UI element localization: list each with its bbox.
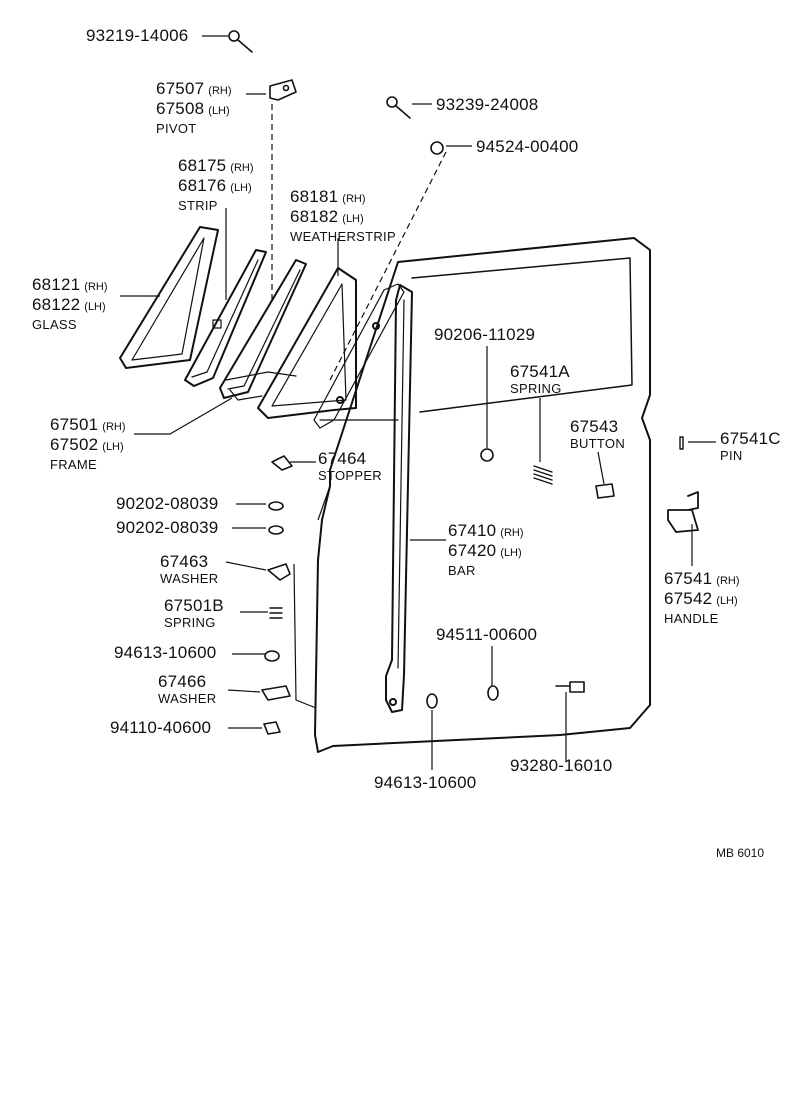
nut4-glyph bbox=[426, 693, 438, 709]
washer4-glyph bbox=[261, 685, 291, 701]
label-nut1: 94613-10600 bbox=[114, 643, 217, 662]
label-frame: 67501(RH) 67502(LH) FRAME bbox=[50, 415, 126, 472]
label-washer2: 90202-08039 bbox=[116, 518, 219, 537]
label-washer4: 67466 WASHER bbox=[158, 672, 217, 706]
label-grommet: 90206-11029 bbox=[434, 325, 536, 344]
frame-part bbox=[257, 267, 357, 419]
label-nut4: 94613-10600 bbox=[374, 773, 477, 792]
label-handle: 67541(RH) 67542(LH) HANDLE bbox=[664, 569, 740, 626]
label-pivot: 67507(RH) 67508(LH) PIVOT bbox=[156, 79, 232, 136]
leader-washer3 bbox=[225, 561, 267, 571]
strip-part bbox=[184, 249, 267, 387]
figure-code: MB 6010 bbox=[716, 846, 765, 860]
label-nut-top: 94524-00400 bbox=[476, 137, 579, 156]
spring-b-glyph bbox=[269, 607, 283, 619]
label-strip: 68175(RH) 68176(LH) STRIP bbox=[178, 156, 254, 213]
nut-top-glyph bbox=[430, 141, 444, 155]
screw-glyph bbox=[228, 30, 253, 53]
washer3-glyph bbox=[267, 563, 291, 581]
washer1-glyph bbox=[268, 501, 284, 511]
leader-button bbox=[597, 451, 605, 485]
label-pin: 67541C PIN bbox=[720, 429, 781, 463]
label-weatherstrip: 68181(RH) 68182(LH) WEATHERSTRIP bbox=[290, 187, 396, 244]
washer2-glyph bbox=[268, 525, 284, 535]
screw2-glyph bbox=[386, 96, 411, 119]
label-nut3: 94110-40600 bbox=[110, 718, 212, 737]
nut2-glyph bbox=[487, 685, 499, 701]
label-nut2: 94511-00600 bbox=[436, 625, 538, 644]
label-spring-b: 67501B SPRING bbox=[164, 596, 224, 630]
assembly-line-stopper bbox=[293, 563, 317, 709]
spring-a-glyph bbox=[533, 465, 553, 485]
glass-part bbox=[119, 226, 219, 369]
pivot-glyph bbox=[269, 79, 297, 101]
label-bar: 67410(RH) 67420(LH) BAR bbox=[448, 521, 524, 578]
button-glyph bbox=[595, 483, 615, 499]
assembly-line-stopper2 bbox=[317, 485, 331, 521]
bar-part bbox=[385, 284, 413, 713]
assembly-line-nut bbox=[329, 151, 447, 381]
label-washer1: 90202-08039 bbox=[116, 494, 219, 513]
stopper-glyph bbox=[271, 455, 293, 471]
bolt-glyph bbox=[555, 681, 585, 693]
label-glass: 68121(RH) 68122(LH) GLASS bbox=[32, 275, 108, 332]
label-bolt: 93280-16010 bbox=[510, 756, 613, 775]
nut3-glyph bbox=[263, 721, 281, 735]
label-spring-a: 67541A SPRING bbox=[510, 362, 570, 396]
label-washer3: 67463 WASHER bbox=[160, 552, 219, 586]
leader-washer4 bbox=[227, 689, 261, 693]
leader-frame bbox=[134, 397, 233, 435]
label-stopper: 67464 STOPPER bbox=[318, 449, 382, 483]
window-opening bbox=[411, 257, 633, 413]
pin-glyph bbox=[679, 436, 684, 450]
label-screw2: 93239-24008 bbox=[436, 95, 539, 114]
label-screw: 93219-14006 bbox=[86, 26, 189, 45]
label-button: 67543 BUTTON bbox=[570, 417, 626, 451]
grommet-glyph bbox=[480, 448, 494, 462]
nut1-glyph bbox=[264, 650, 280, 662]
door-panel bbox=[314, 237, 651, 753]
handle-glyph bbox=[667, 491, 699, 533]
weatherstrip-part bbox=[219, 259, 307, 399]
